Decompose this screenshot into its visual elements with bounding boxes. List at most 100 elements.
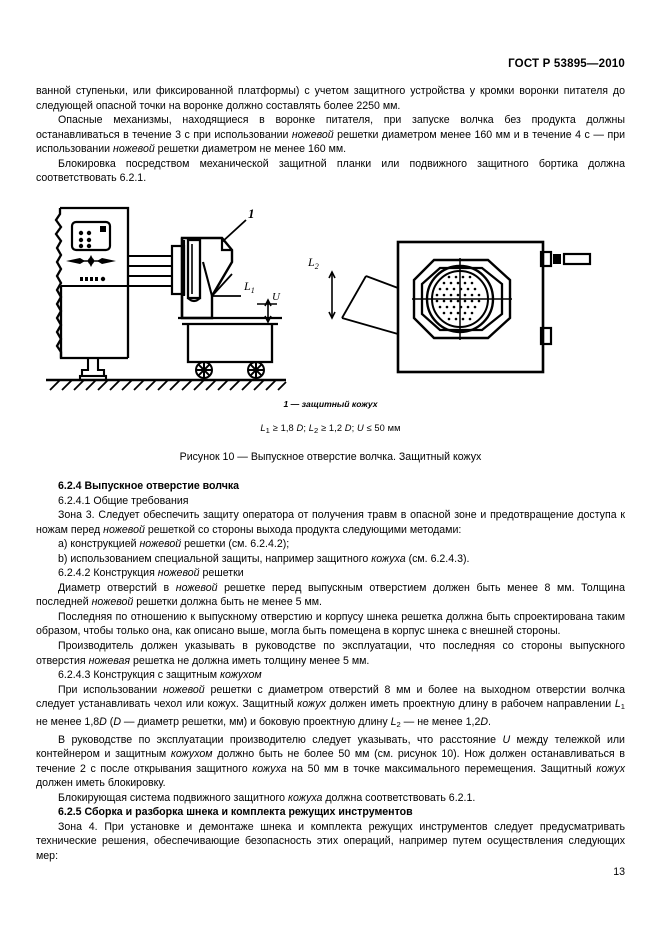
- paragraph-interlock: Блокировка посредством механической защи…: [36, 157, 625, 186]
- inline-L2: L: [390, 715, 397, 728]
- paragraph-distance-U-part3: должно быть не более 50 мм (см. рисунок …: [36, 748, 625, 775]
- mincer-outlet-diagram: 1 L1 L2 U: [46, 206, 592, 391]
- list-item-b-post: (см. 6.2.4.3).: [405, 552, 470, 565]
- figure-formula: L1 ≥ 1,8 D; L2 ≥ 1,2 D; U ≤ 50 мм: [36, 423, 625, 435]
- paragraph-distance-U: В руководстве по эксплуатации производит…: [36, 733, 625, 791]
- formula-L1-sub: 1: [265, 425, 270, 435]
- heading-6-2-5: 6.2.5 Сборка и разборка шнека и комплект…: [58, 806, 413, 819]
- paragraph-interlock-text: Блокировка посредством механической защи…: [36, 157, 625, 185]
- heading-6-2-4-2-post: решетки: [199, 567, 244, 580]
- list-item-a-pre: a) конструкцией: [58, 538, 140, 551]
- paragraph-plate-diameter-part1: Диаметр отверстий в: [58, 581, 176, 594]
- paragraph-cowl-length: При использовании ножевой решетки с диам…: [36, 683, 625, 733]
- paragraph-cowl-length-part4: не менее 1,8: [36, 715, 100, 728]
- paragraph-plate-diameter-part3: решетки должна быть не менее 5 мм.: [133, 596, 322, 609]
- paragraph-cowl-length-part6: — диаметр решетки, мм) и боковую проектн…: [120, 715, 391, 728]
- paragraph-hazards-part3: решетки диаметром не менее 160 мм.: [154, 143, 347, 156]
- paragraph-manual-thickness: Производитель должен указывать в руковод…: [36, 639, 625, 668]
- paragraph-interlock-system: Блокирующая система подвижного защитного…: [36, 791, 625, 806]
- figure-10: 1 L1 L2 U 1 — защитный кожух L1 ≥ 1,8 D;…: [36, 200, 625, 463]
- heading-6-2-4: 6.2.4 Выпускное отверстие волчка: [58, 479, 240, 492]
- inline-D2: D: [113, 715, 121, 728]
- paragraph-plate-diameter: Диаметр отверстий в ножевой решетке пере…: [36, 581, 625, 610]
- term-kozhuhom-2: кожухом: [170, 748, 213, 761]
- inline-U: U: [502, 733, 511, 746]
- paragraph-hazards-part2: решетки диаметром менее 160 мм и в течен…: [36, 128, 626, 156]
- paragraph-intro: ванной ступеньки, или фиксированной плат…: [36, 84, 625, 113]
- paragraph-zone4-text: Зона 4. При установке и демонтаже шнека …: [36, 820, 625, 862]
- figure-caption: Рисунок 10 — Выпускное отверстие волчка.…: [179, 450, 482, 463]
- paragraph-cowl-length-part5: (: [106, 715, 114, 728]
- paragraph-distance-U-part1: В руководстве по эксплуатации производит…: [58, 733, 503, 746]
- paragraph-plate-diameter-part2: решетке перед выпускным отверстием долже…: [36, 581, 626, 609]
- term-kozhuha-1: кожуха: [371, 552, 406, 565]
- term-nozhevoy-7: ножевой: [91, 596, 134, 609]
- paragraph-plate-design: Последняя по отношению к выпускному отве…: [36, 610, 625, 639]
- heading-6-2-4-2-pre: 6.2.4.2 Конструкция: [58, 567, 158, 580]
- term-nozhevoy-6: ножевой: [175, 581, 218, 594]
- inline-D3: D: [480, 715, 489, 728]
- page-number: 13: [613, 866, 625, 878]
- figure-callout-1: 1: [248, 206, 255, 221]
- list-item-a: a) конструкцией ножевой решетки (см. 6.2…: [36, 537, 625, 552]
- formula-L2-sub: 2: [313, 425, 319, 435]
- paragraph-interlock-system-part2: должна соответствовать 6.2.1.: [322, 791, 476, 804]
- paragraph-zone3-part1: Зона 3. Следует обеспечить защиту операт…: [36, 509, 625, 536]
- paragraph-interlock-system-part1: Блокирующая система подвижного защитного: [58, 791, 288, 804]
- term-kozhuh-2: кожух: [596, 762, 626, 775]
- heading-6-2-4-1: 6.2.4.1 Общие требования: [58, 494, 189, 507]
- formula-D1: D: [296, 422, 304, 433]
- heading-6-2-4-3: 6.2.4.3 Конструкция с защитным кожухом: [36, 668, 625, 683]
- formula-mid2: ≥ 1,2: [318, 422, 345, 433]
- list-item-b: b) использованием специальной защиты, на…: [36, 552, 625, 567]
- term-nozhevoy-3: ножевой: [103, 523, 145, 536]
- paragraph-distance-U-part2: между тележкой или контейнером и защитны…: [36, 733, 625, 761]
- paragraph-plate-design-text: Последняя по отношению к выпускному отве…: [36, 610, 625, 638]
- formula-sep1: ;: [303, 422, 309, 433]
- paragraph-cowl-length-part2: решетки с диаметром отверстий 8 мм и бол…: [36, 683, 625, 711]
- figure-label-L2: L2: [307, 255, 319, 271]
- paragraph-cowl-length-part1: При использовании: [58, 683, 163, 696]
- paragraph-cowl-length-part3: должен иметь проектную длину в рабочем н…: [325, 698, 615, 711]
- paragraph-zone3: Зона 3. Следует обеспечить защиту операт…: [36, 508, 625, 537]
- list-item-b-pre: b) использованием специальной защиты, на…: [58, 552, 372, 565]
- document-body: ванной ступеньки, или фиксированной плат…: [36, 84, 625, 863]
- formula-D2: D: [344, 422, 352, 433]
- inline-L1-sub: 1: [620, 702, 625, 712]
- inline-L1: L: [614, 698, 621, 711]
- term-kozhuha-2: кожуха: [252, 762, 287, 775]
- term-kozhuhom-1: кожухом: [219, 669, 262, 682]
- paragraph-cowl-length-part7: — не менее 1,2: [400, 715, 481, 728]
- term-nozhevoy-5: ножевой: [157, 567, 200, 580]
- paragraph-manual-thickness-part2: решетка не должна иметь толщину менее 5 …: [130, 654, 370, 667]
- term-kozhuha-3: кожуха: [288, 791, 323, 804]
- paragraph-intro-text: ванной ступеньки, или фиксированной плат…: [36, 85, 625, 112]
- term-nozhevoy-2: ножевой: [112, 143, 155, 156]
- term-nozhevoy-4: ножевой: [139, 538, 182, 551]
- formula-sep2: ;: [351, 422, 357, 433]
- inline-L2-sub: 2: [396, 719, 401, 729]
- paragraph-zone4: Зона 4. При установке и демонтаже шнека …: [36, 820, 625, 864]
- paragraph-cowl-length-part8: .: [488, 715, 491, 728]
- formula-end: ≤ 50 мм: [363, 422, 401, 433]
- heading-6-2-4-2: 6.2.4.2 Конструкция ножевой решетки: [36, 566, 625, 581]
- term-nozhevaya-1: ножевая: [88, 654, 131, 667]
- figure-label-L1: L1: [243, 279, 255, 295]
- page-header-standard: ГОСТ Р 53895—2010: [508, 58, 625, 70]
- paragraph-hazards: Опасные механизмы, находящиеся в воронке…: [36, 113, 625, 157]
- term-nozhevoy-1: ножевой: [291, 128, 334, 141]
- figure-label-U: U: [272, 291, 281, 303]
- term-nozhevoy-8: ножевой: [162, 683, 205, 696]
- formula-mid1: ≥ 1,8: [270, 422, 297, 433]
- paragraph-manual-thickness-part1: Производитель должен указывать в руковод…: [36, 639, 625, 667]
- paragraph-distance-U-part5: должен иметь блокировку.: [36, 777, 166, 790]
- paragraph-hazards-part1: Опасные механизмы, находящиеся в воронке…: [36, 114, 625, 141]
- heading-6-2-4-3-pre: 6.2.4.3 Конструкция с защитным: [58, 669, 220, 682]
- formula-L2: L: [308, 422, 314, 433]
- paragraph-zone3-part2: решеткой со стороны выхода продукта след…: [144, 523, 462, 536]
- list-item-a-post: решетки (см. 6.2.4.2);: [181, 538, 290, 551]
- paragraph-distance-U-part4: на 50 мм в точке максимального перемещен…: [286, 762, 597, 775]
- formula-L1: L: [260, 422, 266, 433]
- term-kozhuh-1: кожух: [297, 698, 326, 711]
